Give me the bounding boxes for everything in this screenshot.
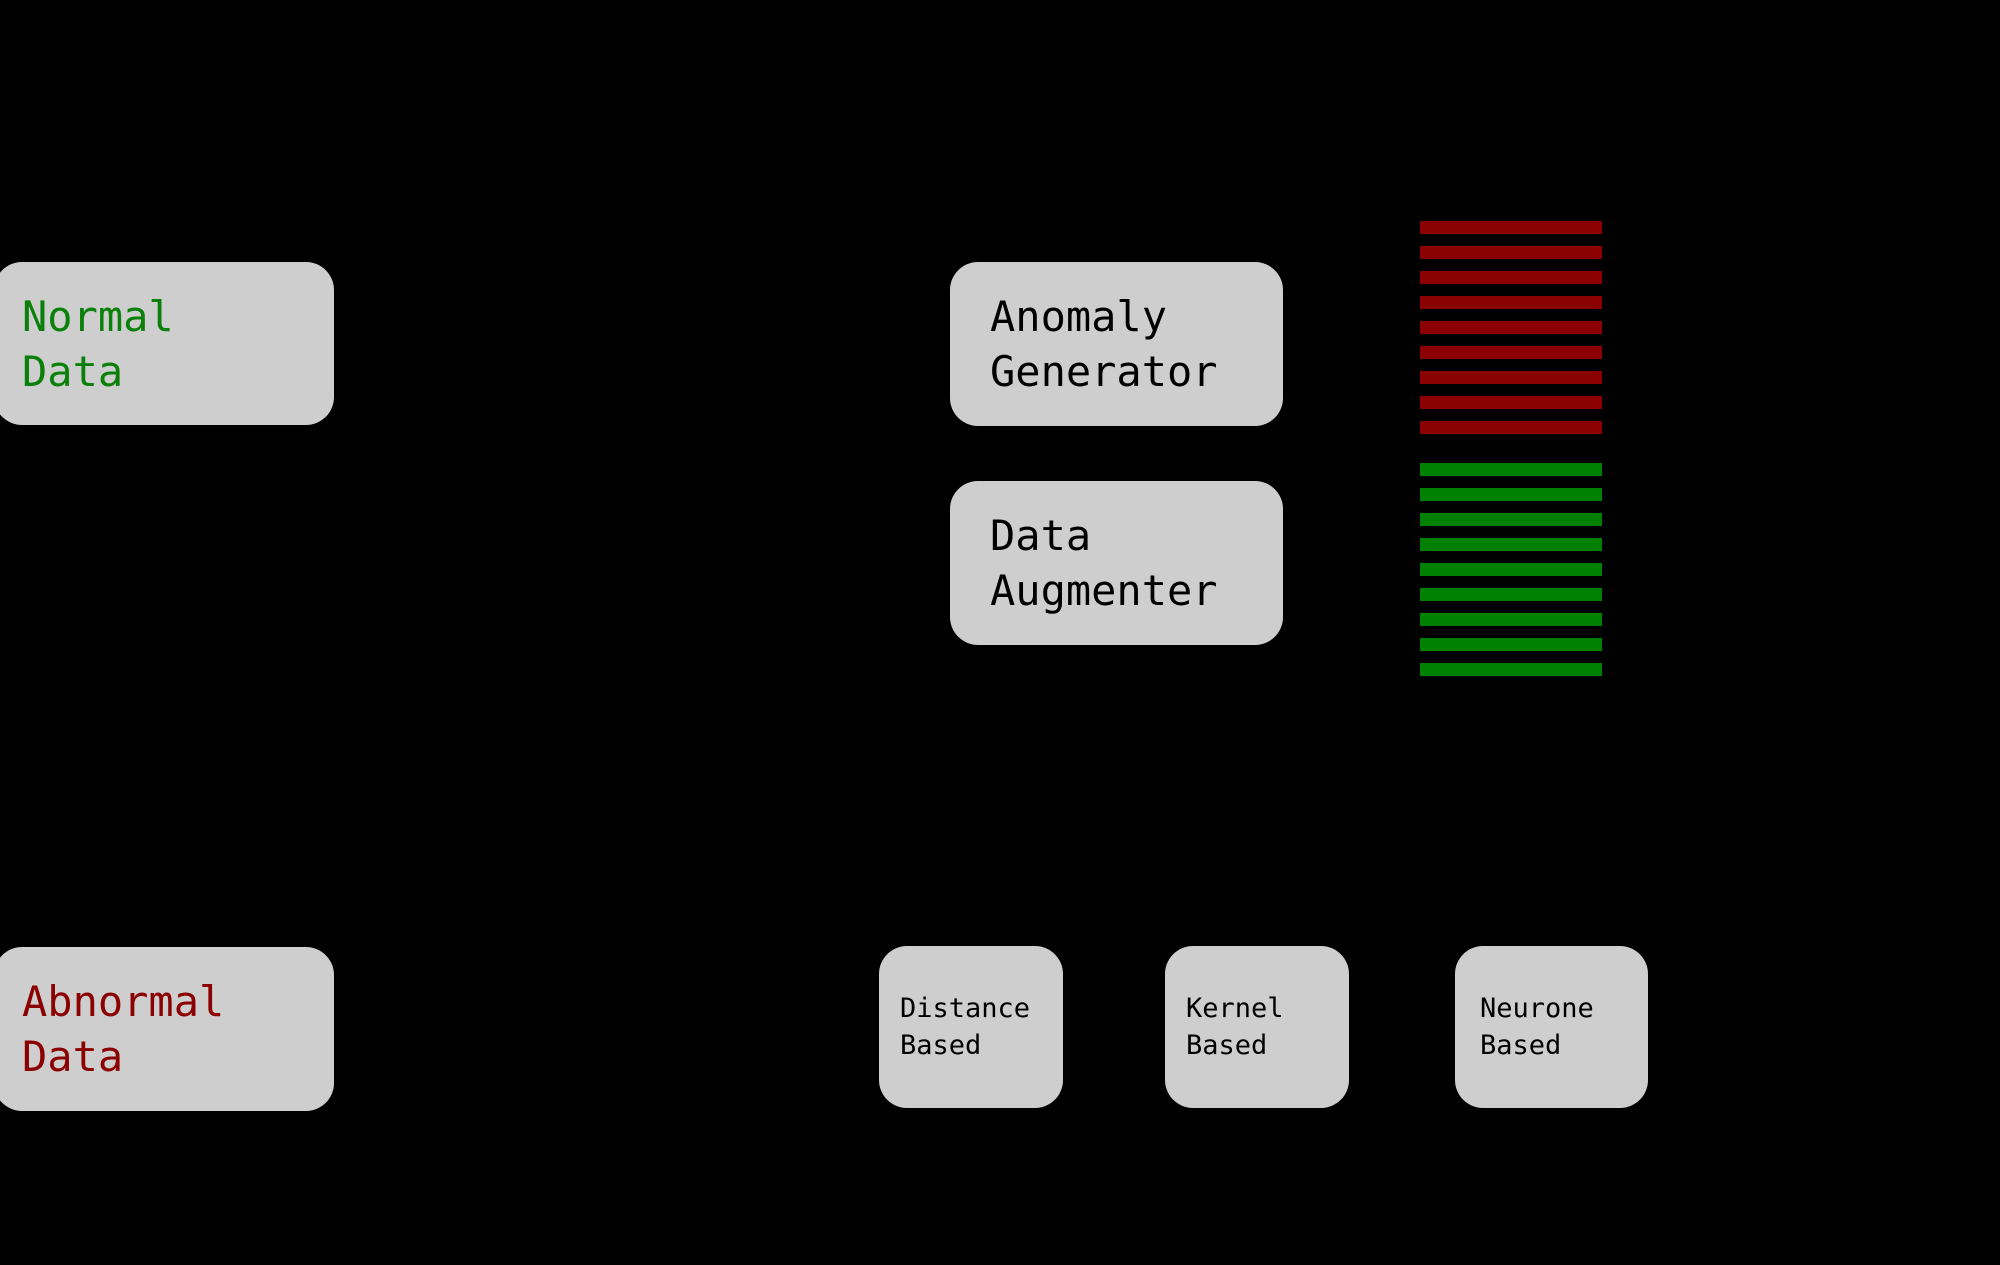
anomalous-data-stripe [1420, 346, 1602, 359]
anomaly-generator-node: Anomaly Generator [950, 262, 1283, 426]
anomaly-generator-label-line2: Generator [990, 347, 1218, 396]
anomalous-data-stripe [1420, 296, 1602, 309]
augmented-data-stripe [1420, 663, 1602, 676]
augmented-data-stripe [1420, 538, 1602, 551]
abnormal-data-label-line2: Data [22, 1032, 124, 1081]
augmented-data-stripe [1420, 563, 1602, 576]
distance-based-label-line2: Based [900, 1030, 982, 1061]
distance-based-node: Distance Based [879, 946, 1063, 1108]
anomalous-data-stripe [1420, 246, 1602, 259]
anomalous-data-stripe [1420, 321, 1602, 334]
data-augmenter-label-line2: Augmenter [990, 566, 1218, 615]
anomalous-data-stripe [1420, 371, 1602, 384]
anomalous-data-stripe [1420, 221, 1602, 234]
anomalous-data-stripes-stack [1420, 221, 1602, 434]
anomaly-generator-label-line1: Anomaly [990, 292, 1168, 341]
abnormal-data-node: Abnormal Data [0, 947, 334, 1111]
neurone-based-node: Neurone Based [1455, 946, 1648, 1108]
normal-data-label-line1: Normal [22, 291, 174, 341]
data-augmenter-node: Data Augmenter [950, 481, 1283, 645]
augmented-data-stripe [1420, 613, 1602, 626]
kernel-based-label-line2: Based [1186, 1030, 1268, 1061]
neurone-based-label-line1: Neurone [1480, 993, 1594, 1024]
data-augmenter-label-line1: Data [990, 511, 1092, 560]
augmented-data-stripe [1420, 513, 1602, 526]
anomalous-data-stripe [1420, 421, 1602, 434]
distance-based-label-line1: Distance [900, 993, 1031, 1024]
augmented-data-stripe [1420, 638, 1602, 651]
augmented-data-stripes-stack [1420, 463, 1602, 676]
kernel-based-node: Kernel Based [1165, 946, 1349, 1108]
abnormal-data-label-line1: Abnormal [22, 977, 225, 1026]
anomalous-data-stripe [1420, 396, 1602, 409]
augmented-data-stripe [1420, 588, 1602, 601]
neurone-based-label-line2: Based [1480, 1030, 1562, 1061]
normal-data-node: Normal Data [0, 262, 334, 425]
kernel-based-label-line1: Kernel [1186, 993, 1284, 1024]
anomalous-data-stripe [1420, 271, 1602, 284]
normal-data-label-line2: Data [22, 346, 124, 396]
augmented-data-stripe [1420, 488, 1602, 501]
augmented-data-stripe [1420, 463, 1602, 476]
